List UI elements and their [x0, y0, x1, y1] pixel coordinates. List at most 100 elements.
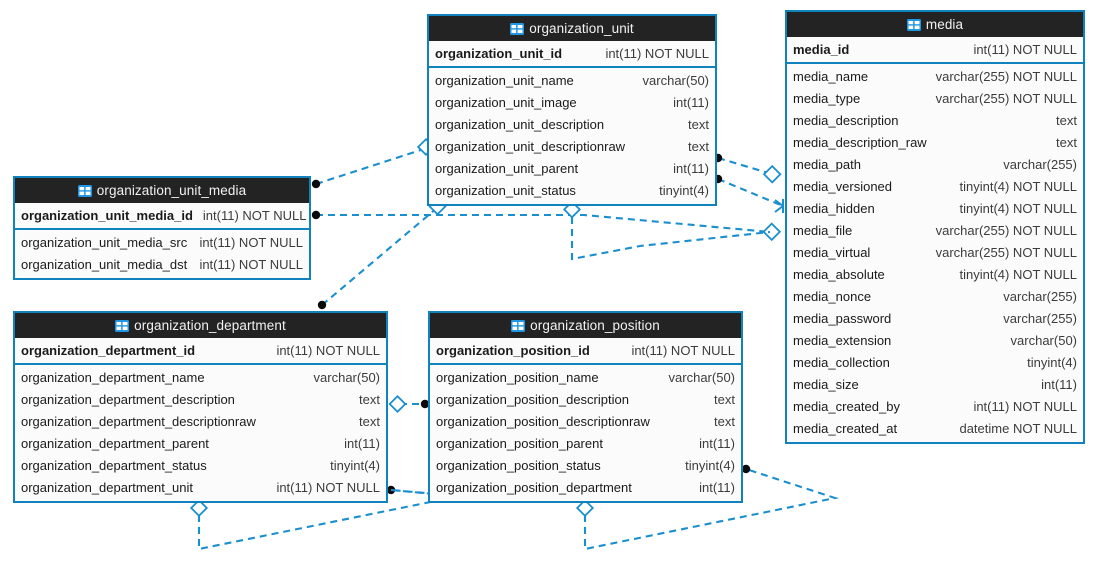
column-type: text	[688, 117, 709, 132]
table-header-media: media	[787, 12, 1083, 37]
column-type: varchar(255) NOT NULL	[935, 223, 1077, 238]
column-name: organization_position_descriptionraw	[436, 414, 650, 429]
column-name: organization_unit_media_id	[21, 208, 193, 223]
column-name: organization_position_parent	[436, 436, 603, 451]
table-header-organization-department: organization_department	[15, 313, 386, 338]
column-type: tinyint(4) NOT NULL	[959, 267, 1077, 282]
column-type: int(11) NOT NULL	[276, 343, 380, 358]
column-name: media_absolute	[793, 267, 885, 282]
column-type: varchar(255)	[1003, 157, 1077, 172]
column-name: media_created_at	[793, 421, 898, 436]
column-name: media_hidden	[793, 201, 875, 216]
column-name: media_collection	[793, 355, 890, 370]
column-list: organization_unit_media_src int(11) NOT …	[15, 230, 309, 278]
table-row: organization_position_name varchar(50)	[430, 367, 741, 389]
primary-key-row: media_id int(11) NOT NULL	[787, 37, 1083, 64]
column-type: int(11) NOT NULL	[631, 343, 735, 358]
column-type: varchar(255)	[1003, 311, 1077, 326]
table-row: media_description text	[787, 110, 1083, 132]
table-row: media_file varchar(255) NOT NULL	[787, 220, 1083, 242]
column-name: media_path	[793, 157, 861, 172]
table-row: organization_unit_media_dst int(11) NOT …	[15, 254, 309, 276]
column-type: text	[714, 392, 735, 407]
edge-oum-to-media	[311, 210, 782, 242]
column-type: datetime NOT NULL	[959, 421, 1077, 436]
table-row: media_collection tinyint(4)	[787, 352, 1083, 374]
table-node-organization-position[interactable]: organization_position organization_posit…	[428, 311, 743, 503]
table-row: organization_unit_parent int(11)	[429, 158, 715, 180]
column-type: int(11)	[673, 161, 709, 176]
column-type: tinyint(4)	[330, 458, 380, 473]
column-name: organization_unit_name	[435, 73, 574, 88]
column-name: media_name	[793, 69, 869, 84]
column-type: int(11)	[344, 436, 380, 451]
table-row: media_hidden tinyint(4) NOT NULL	[787, 198, 1083, 220]
column-name: organization_position_name	[436, 370, 599, 385]
table-row: organization_unit_descriptionraw text	[429, 136, 715, 158]
column-type: tinyint(4) NOT NULL	[959, 201, 1077, 216]
primary-key-row: organization_position_id int(11) NOT NUL…	[430, 338, 741, 365]
edge-oum-to-organization-unit	[311, 137, 436, 189]
column-type: int(11) NOT NULL	[202, 208, 307, 223]
column-list: organization_department_name varchar(50)…	[15, 365, 386, 501]
table-icon	[511, 315, 526, 340]
table-title: organization_department	[134, 318, 286, 333]
edge-organization-department-to-organization-position	[388, 394, 430, 414]
column-type: varchar(50)	[642, 73, 709, 88]
table-row: organization_position_descriptionraw tex…	[430, 411, 741, 433]
column-type: text	[359, 392, 380, 407]
table-icon	[115, 315, 130, 340]
edge-organization-unit-parent-to-media	[713, 174, 784, 213]
column-name: organization_unit_status	[435, 183, 576, 198]
column-name: media_versioned	[793, 179, 893, 194]
column-type: text	[714, 414, 735, 429]
table-row: media_virtual varchar(255) NOT NULL	[787, 242, 1083, 264]
table-row: organization_department_name varchar(50)	[15, 367, 386, 389]
table-row: organization_department_description text	[15, 389, 386, 411]
column-type: int(11) NOT NULL	[199, 235, 303, 250]
table-icon	[77, 180, 92, 205]
table-row: organization_unit_media_src int(11) NOT …	[15, 232, 309, 254]
table-node-organization-unit[interactable]: organization_unit organization_unit_id i…	[427, 14, 717, 206]
table-row: organization_unit_image int(11)	[429, 92, 715, 114]
table-row: media_created_by int(11) NOT NULL	[787, 396, 1083, 418]
column-name: media_description	[793, 113, 899, 128]
column-name: organization_unit_parent	[435, 161, 579, 176]
column-name: organization_unit_media_dst	[21, 257, 188, 272]
column-name: organization_position_id	[436, 343, 590, 358]
column-list: organization_unit_name varchar(50) organ…	[429, 68, 715, 204]
table-row: organization_department_unit int(11) NOT…	[15, 477, 386, 499]
column-type: tinyint(4)	[1027, 355, 1077, 370]
table-node-organization-department[interactable]: organization_department organization_dep…	[13, 311, 388, 503]
table-row: media_type varchar(255) NOT NULL	[787, 88, 1083, 110]
column-name: media_created_by	[793, 399, 900, 414]
column-type: varchar(255)	[1003, 289, 1077, 304]
table-row: organization_department_descriptionraw t…	[15, 411, 386, 433]
column-name: media_description_raw	[793, 135, 927, 150]
column-type: varchar(50)	[313, 370, 380, 385]
column-type: int(11)	[699, 436, 735, 451]
primary-key-row: organization_unit_id int(11) NOT NULL	[429, 41, 715, 68]
column-name: organization_department_id	[21, 343, 196, 358]
column-type: int(11) NOT NULL	[973, 399, 1077, 414]
table-title: media	[925, 17, 964, 32]
column-name: organization_department_name	[21, 370, 205, 385]
column-list: media_name varchar(255) NOT NULL media_t…	[787, 64, 1083, 442]
column-type: varchar(255) NOT NULL	[935, 91, 1077, 106]
column-name: organization_department_descriptionraw	[21, 414, 256, 429]
table-row: organization_position_status tinyint(4)	[430, 455, 741, 477]
edge-organization-department-to-organization-unit	[317, 197, 447, 310]
table-row: organization_department_parent int(11)	[15, 433, 386, 455]
table-row: organization_position_parent int(11)	[430, 433, 741, 455]
column-name: organization_department_description	[21, 392, 235, 407]
table-row: organization_position_description text	[430, 389, 741, 411]
column-type: text	[688, 139, 709, 154]
column-type: int(11)	[699, 480, 735, 495]
table-row: media_path varchar(255)	[787, 154, 1083, 176]
column-name: organization_unit_description	[435, 117, 605, 132]
table-node-media[interactable]: media media_id int(11) NOT NULL media_na…	[785, 10, 1085, 444]
table-row: media_nonce varchar(255)	[787, 286, 1083, 308]
table-node-organization-unit-media[interactable]: organization_unit_media organization_uni…	[13, 176, 311, 280]
column-name: media_extension	[793, 333, 892, 348]
table-header-organization-unit-media: organization_unit_media	[15, 178, 309, 203]
